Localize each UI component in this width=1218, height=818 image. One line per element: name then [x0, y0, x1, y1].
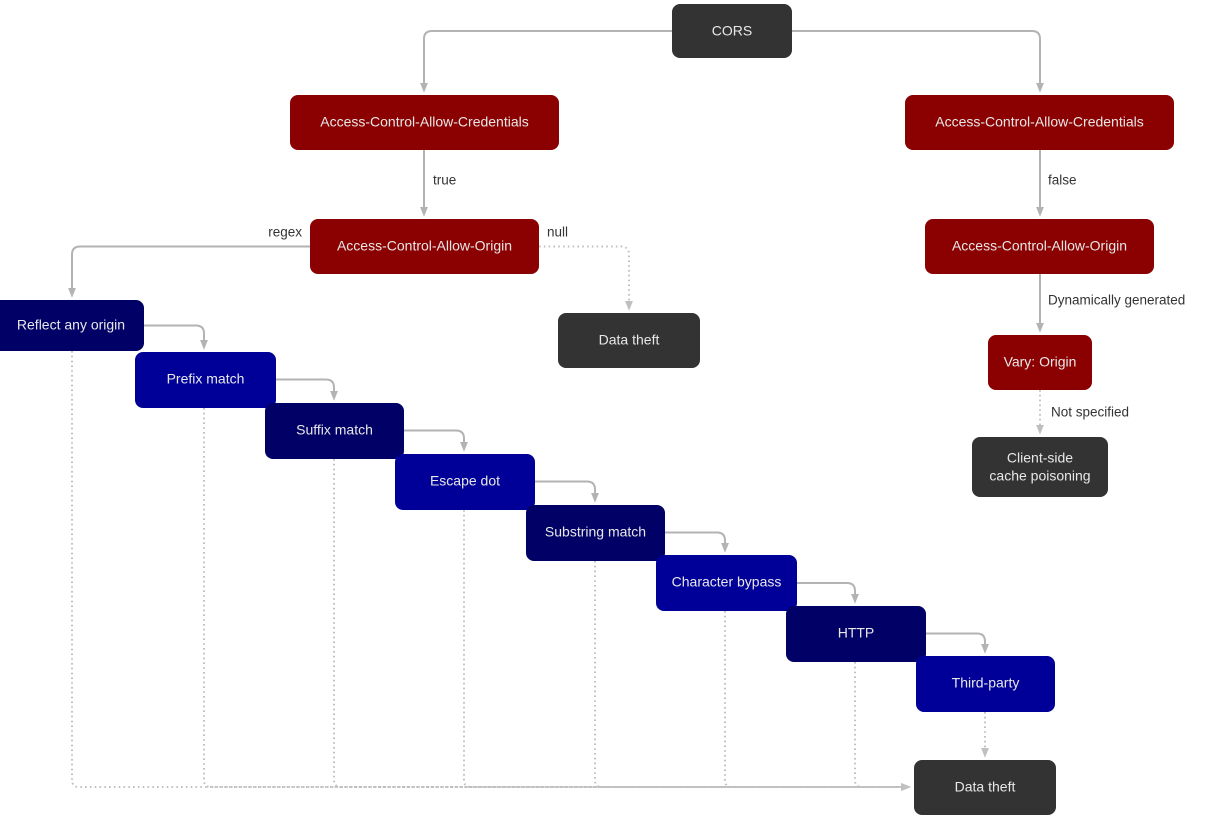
edge-label-true: true [433, 173, 456, 188]
edge-label-dynamically-generated: Dynamically generated [1048, 293, 1185, 308]
node-escape-dot[interactable]: Escape dot [395, 454, 535, 510]
edge-prefix-to-data-theft [203, 408, 911, 791]
nodes-layer: CORS Access-Control-Allow-Credentials Ac… [0, 4, 1174, 815]
edge-charbypass-to-data-theft [724, 611, 911, 791]
edge-suffix-to-data-theft [333, 459, 911, 791]
edge-label-not-specified: Not specified [1051, 405, 1129, 420]
node-access-control-allow-origin-left[interactable]: Access-Control-Allow-Origin [310, 219, 539, 274]
node-substring-match-label: Substring match [545, 524, 646, 540]
node-data-theft-end[interactable]: Data theft [914, 760, 1056, 815]
node-acao-left-label: Access-Control-Allow-Origin [337, 238, 512, 254]
edge-acao-to-data-theft-mid [539, 245, 633, 311]
edge-acao-to-reflect [68, 245, 310, 298]
node-http-label: HTTP [838, 625, 875, 641]
node-vary-origin-label: Vary: Origin [1004, 354, 1077, 370]
edge-charbypass-to-http [797, 582, 859, 604]
edge-escapedot-to-substring [535, 480, 599, 503]
node-character-bypass[interactable]: Character bypass [656, 555, 797, 611]
node-acao-right-label: Access-Control-Allow-Origin [952, 238, 1127, 254]
node-cache-poisoning-label-line2: cache poisoning [989, 468, 1090, 484]
edge-prefix-to-suffix [276, 378, 338, 401]
node-third-party[interactable]: Third-party [916, 656, 1055, 712]
edge-reflect-to-prefix [144, 324, 208, 350]
node-suffix-match-label: Suffix match [296, 422, 373, 438]
edge-suffix-to-escapedot [404, 429, 468, 452]
node-reflect-any-origin-label: Reflect any origin [17, 317, 125, 333]
node-access-control-allow-credentials-left[interactable]: Access-Control-Allow-Credentials [290, 95, 559, 150]
edge-label-regex: regex [268, 225, 302, 240]
edge-http-to-data-theft [854, 662, 911, 791]
node-third-party-label: Third-party [952, 675, 1020, 691]
node-acac-false-label: Access-Control-Allow-Credentials [935, 114, 1144, 130]
edge-label-null: null [547, 225, 568, 240]
edge-substring-to-charbypass [665, 531, 729, 553]
edge-cors-to-acac-false [792, 30, 1044, 93]
node-access-control-allow-credentials-right[interactable]: Access-Control-Allow-Credentials [905, 95, 1174, 150]
node-character-bypass-label: Character bypass [672, 574, 782, 590]
edges-layer [68, 30, 1044, 791]
node-data-theft-middle-label: Data theft [599, 332, 660, 348]
node-data-theft-end-label: Data theft [955, 779, 1016, 795]
node-data-theft-middle[interactable]: Data theft [558, 313, 700, 368]
node-cors[interactable]: CORS [672, 4, 792, 58]
edge-labels-layer: true false regex null Dynamically genera… [268, 173, 1185, 420]
node-suffix-match[interactable]: Suffix match [265, 403, 404, 459]
node-substring-match[interactable]: Substring match [526, 505, 665, 561]
node-vary-origin[interactable]: Vary: Origin [988, 335, 1092, 390]
node-acac-true-label: Access-Control-Allow-Credentials [320, 114, 529, 130]
node-http[interactable]: HTTP [786, 606, 926, 662]
edge-label-false: false [1048, 173, 1077, 188]
edge-escapedot-to-data-theft [463, 510, 911, 791]
node-access-control-allow-origin-right[interactable]: Access-Control-Allow-Origin [925, 219, 1154, 274]
node-escape-dot-label: Escape dot [430, 473, 500, 489]
node-cors-label: CORS [712, 23, 752, 39]
node-client-side-cache-poisoning[interactable]: Client-side cache poisoning [972, 437, 1108, 497]
node-prefix-match-label: Prefix match [167, 371, 245, 387]
node-cache-poisoning-label-line1: Client-side [1007, 450, 1073, 466]
edge-cors-to-acac-true [420, 30, 672, 93]
edge-http-to-thirdparty [926, 632, 989, 654]
node-prefix-match[interactable]: Prefix match [135, 352, 276, 408]
node-reflect-any-origin[interactable]: Reflect any origin [0, 300, 144, 351]
